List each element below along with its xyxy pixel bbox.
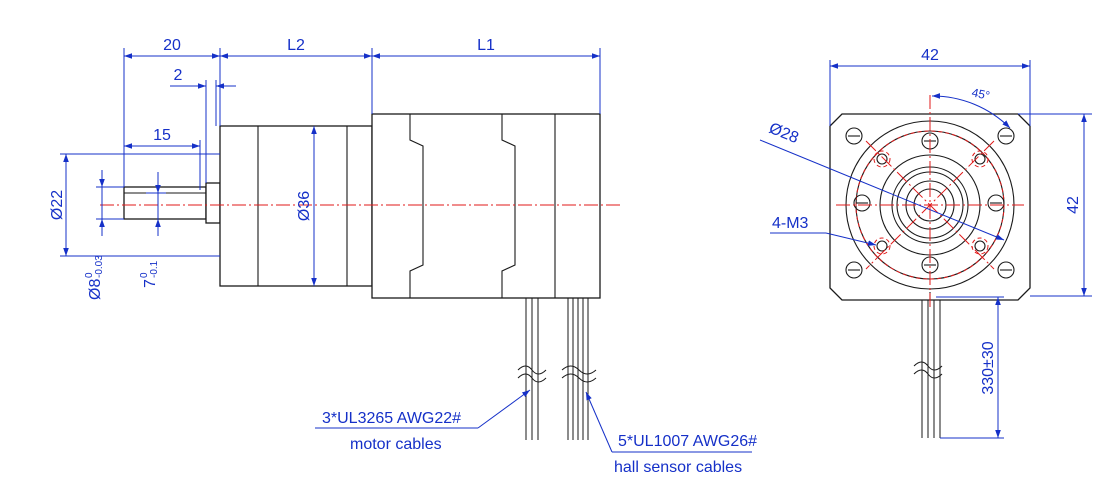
dim-flat: 7: [142, 279, 159, 288]
corner-screws: [845, 127, 1015, 279]
side-motor-cables: [517, 298, 547, 440]
dim-bolt-circle: Ø28: [767, 120, 802, 147]
hall-cables-spec: 5*UL1007 AWG26#: [618, 433, 757, 450]
dim-step: 2: [174, 67, 183, 84]
motor-cables-spec: 3*UL3265 AWG22#: [322, 410, 461, 427]
front-view: 42 42 45° Ø28 4-M3 330±30: [759, 47, 1092, 439]
dim-l2: L2: [287, 37, 305, 54]
dim-angle: 45°: [970, 85, 991, 103]
dim-flat-lower: -0.1: [149, 260, 160, 278]
dim-gearbox-dia: Ø36: [296, 191, 313, 221]
dim-holes: 4-M3: [772, 215, 809, 232]
hall-cables-label: hall sensor cables: [614, 459, 742, 476]
dim-shaft-dia: Ø8: [87, 279, 104, 300]
dim-shaft-dia-upper: 0: [84, 272, 95, 278]
dim-shaft-dia-lower: -0.03: [94, 255, 105, 278]
shaft-step: [205, 182, 221, 224]
motor-body: [371, 113, 601, 299]
dim-flat-length: 15: [153, 127, 171, 144]
m3-holes: [873, 150, 989, 255]
output-shaft: [123, 186, 207, 220]
dim-width: 42: [921, 47, 939, 64]
dim-shaft-length: 20: [163, 37, 181, 54]
side-hall-cables: [561, 298, 597, 440]
dim-pilot-dia: Ø22: [49, 190, 66, 220]
dim-cable-length: 330±30: [980, 341, 997, 394]
side-view: 20 L2 L1 2 15 Ø22 Ø36 Ø8 0 -0.03: [49, 37, 757, 476]
front-cables: [913, 300, 943, 438]
motor-cables-label: motor cables: [350, 436, 442, 453]
dim-flat-upper: 0: [139, 272, 150, 278]
dim-l1: L1: [477, 37, 495, 54]
dim-height: 42: [1065, 196, 1082, 214]
dim-angle-arc: [931, 93, 1011, 129]
